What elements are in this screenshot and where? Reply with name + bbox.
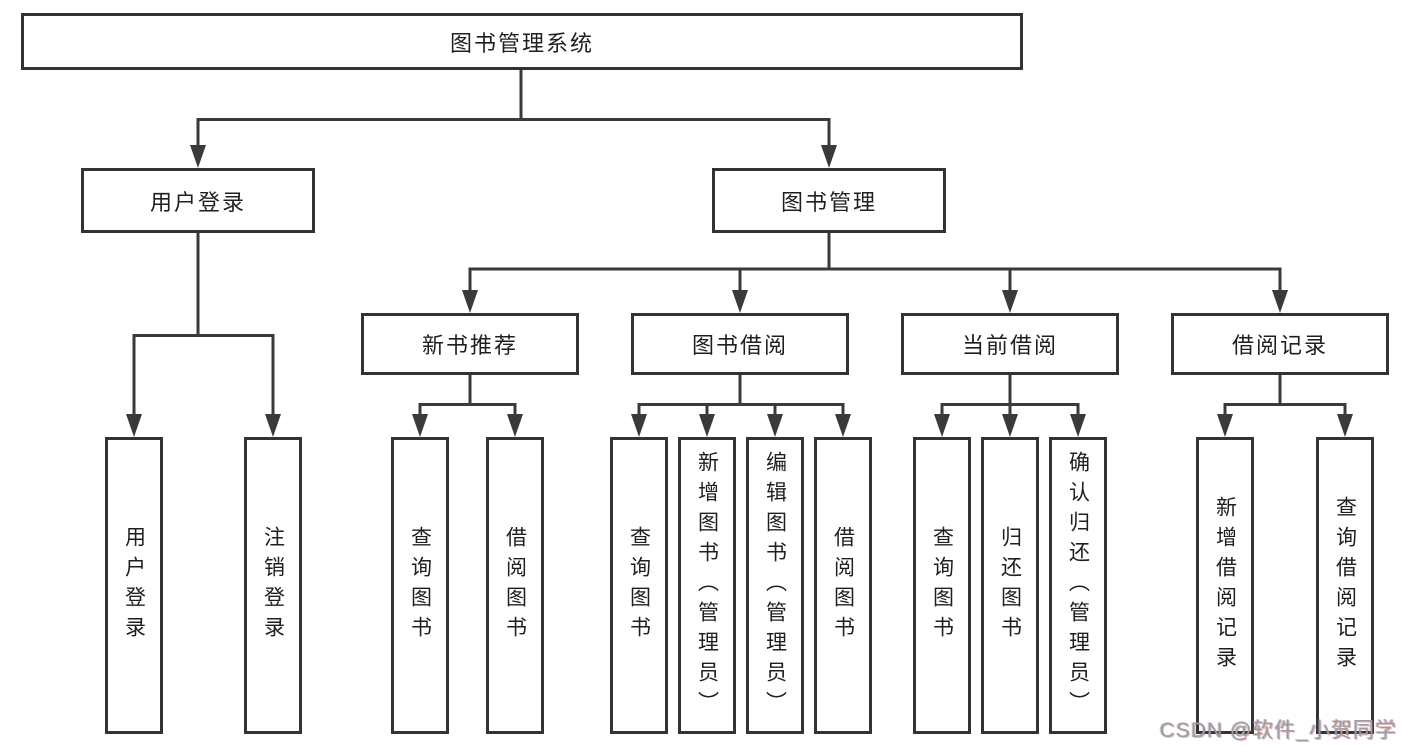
arrowhead-icon [1337, 414, 1353, 437]
connector-book-management-to-level3 [468, 233, 1282, 291]
leaf-borrow-books-borrowing-label: 借阅图书 [831, 525, 855, 646]
arrowhead-icon [699, 414, 715, 437]
connector-new-book-to-leaves [418, 375, 517, 415]
arrowhead-icon [265, 414, 281, 437]
leaf-add-borrow-record: 新增借阅记录 [1196, 437, 1254, 734]
arrowhead-icon [507, 414, 523, 437]
arrowhead-icon [821, 145, 837, 168]
arrowhead-icon [190, 145, 206, 168]
arrowhead-icon [1070, 414, 1086, 437]
leaf-query-borrow-record-label: 查询借阅记录 [1333, 495, 1357, 676]
node-book-management-label: 图书管理 [780, 189, 877, 215]
leaf-add-borrow-record-label: 新增借阅记录 [1213, 495, 1237, 676]
leaf-return-books: 归还图书 [981, 437, 1039, 734]
arrowhead-icon [1002, 290, 1018, 313]
leaf-query-books-recommend-label: 查询图书 [408, 525, 432, 646]
node-user-login: 用户登录 [81, 168, 315, 233]
node-book-borrowing: 图书借阅 [631, 313, 849, 375]
leaf-confirm-return-admin-label: 确认归还（管理员） [1066, 450, 1090, 721]
node-new-book-recommendation: 新书推荐 [361, 313, 579, 375]
leaf-confirm-return-admin: 确认归还（管理员） [1049, 437, 1107, 734]
leaf-logout-login: 注销登录 [244, 437, 302, 734]
arrowhead-icon [732, 290, 748, 313]
connector-borrow-records-to-leaves [1223, 375, 1347, 415]
node-new-book-recommendation-label: 新书推荐 [421, 333, 518, 358]
arrowhead-icon [767, 414, 783, 437]
node-current-borrowing: 当前借阅 [901, 313, 1119, 375]
arrowhead-icon [126, 414, 142, 437]
leaf-query-books-borrowing-label: 查询图书 [627, 525, 651, 646]
node-user-login-label: 用户登录 [149, 189, 246, 215]
leaf-return-books-label: 归还图书 [998, 525, 1022, 646]
leaf-edit-book-admin-label: 编辑图书（管理员） [763, 450, 787, 721]
leaf-query-books-current-label: 查询图书 [930, 525, 954, 646]
leaf-logout-login-label: 注销登录 [261, 525, 285, 646]
connector-book-borrowing-to-leaves [637, 375, 845, 415]
leaf-user-login: 用户登录 [105, 437, 163, 734]
arrowhead-icon [462, 290, 478, 313]
arrowhead-icon [1002, 414, 1018, 437]
leaf-borrow-books-recommend: 借阅图书 [486, 437, 544, 734]
node-borrowing-records: 借阅记录 [1171, 313, 1389, 375]
node-current-borrowing-label: 当前借阅 [961, 333, 1058, 358]
leaf-edit-book-admin: 编辑图书（管理员） [746, 437, 804, 734]
leaf-add-book-admin: 新增图书（管理员） [678, 437, 736, 734]
arrowhead-icon [835, 414, 851, 437]
watermark: CSDN @软件_小贺同学 [1159, 719, 1397, 742]
leaf-borrow-books-recommend-label: 借阅图书 [503, 525, 527, 646]
leaf-borrow-books-borrowing: 借阅图书 [814, 437, 872, 734]
leaf-query-books-current: 查询图书 [913, 437, 971, 734]
connector-current-borrowing-to-leaves [940, 375, 1080, 415]
arrowhead-icon [412, 414, 428, 437]
leaf-query-books-borrowing: 查询图书 [610, 437, 668, 734]
leaf-query-books-recommend: 查询图书 [391, 437, 449, 734]
connector-user-login-to-leaves [132, 233, 275, 414]
node-borrowing-records-label: 借阅记录 [1231, 333, 1328, 358]
connector-root-to-level2 [196, 70, 831, 146]
node-library-system: 图书管理系统 [21, 13, 1023, 70]
leaf-add-book-admin-label: 新增图书（管理员） [695, 450, 719, 721]
arrowhead-icon [934, 414, 950, 437]
node-library-system-label: 图书管理系统 [449, 30, 594, 56]
leaf-query-borrow-record: 查询借阅记录 [1316, 437, 1374, 734]
arrowhead-icon [631, 414, 647, 437]
arrowhead-icon [1272, 290, 1288, 313]
arrowhead-icon [1217, 414, 1233, 437]
node-book-management: 图书管理 [712, 168, 946, 233]
node-book-borrowing-label: 图书借阅 [691, 333, 788, 358]
leaf-user-login-label: 用户登录 [122, 525, 146, 646]
